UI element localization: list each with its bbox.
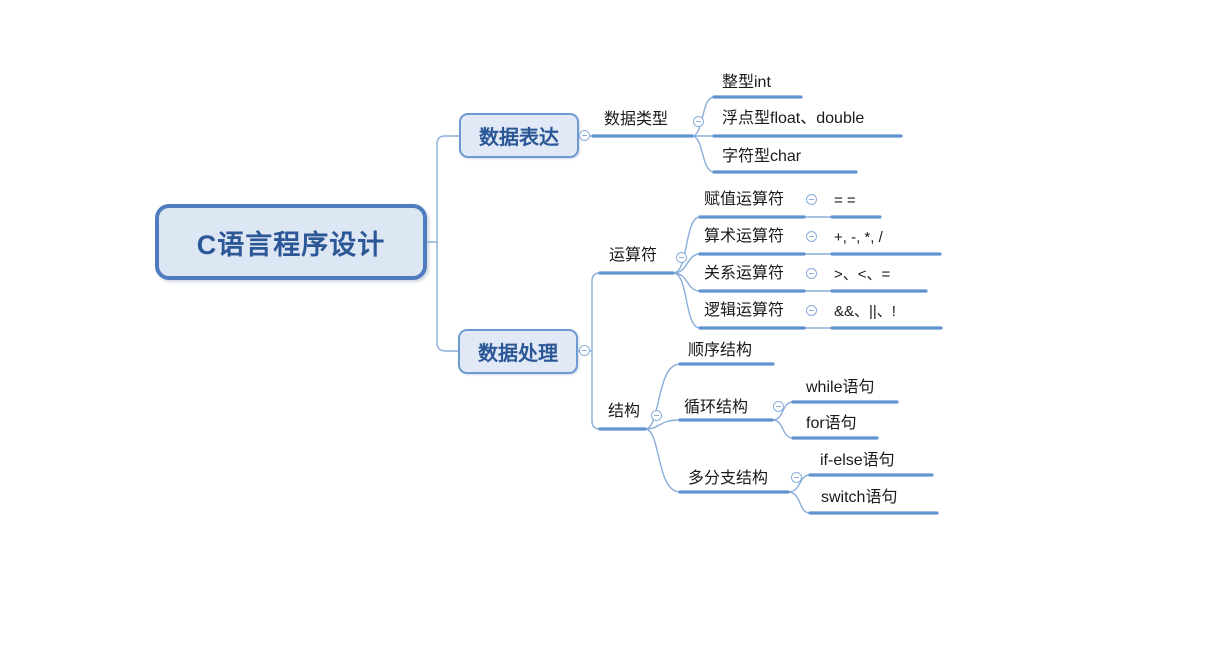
- topic-data-type[interactable]: 数据类型: [604, 111, 669, 128]
- collapse-icon-data-type[interactable]: [693, 116, 704, 127]
- topic-structure[interactable]: 结构: [608, 403, 641, 420]
- topic-for-statement[interactable]: for语句: [806, 415, 857, 432]
- value-logical-operator[interactable]: &&、||、!: [834, 303, 896, 320]
- branch-topic-data-expression[interactable]: 数据表达: [459, 113, 579, 158]
- collapse-icon-assignment[interactable]: [806, 194, 817, 205]
- collapse-icon-logical[interactable]: [806, 305, 817, 316]
- topic-logical-operator[interactable]: 逻辑运算符: [704, 302, 785, 319]
- topic-sequence-structure[interactable]: 顺序结构: [688, 342, 753, 359]
- topic-int[interactable]: 整型int: [722, 74, 771, 91]
- topic-assignment-operator[interactable]: 赋值运算符: [704, 191, 785, 208]
- topic-float-double[interactable]: 浮点型float、double: [722, 110, 865, 127]
- topic-switch-statement[interactable]: switch语句: [821, 489, 898, 506]
- collapse-icon-data-processing[interactable]: [579, 345, 590, 356]
- minus-glyph: [809, 235, 814, 238]
- minus-glyph: [679, 256, 684, 259]
- minus-glyph: [654, 414, 659, 417]
- topic-loop-structure[interactable]: 循环结构: [684, 399, 749, 416]
- topic-while-statement[interactable]: while语句: [806, 379, 875, 396]
- collapse-icon-arithmetic[interactable]: [806, 231, 817, 242]
- topic-if-else-statement[interactable]: if-else语句: [820, 452, 895, 469]
- root-topic[interactable]: C语言程序设计: [155, 204, 427, 280]
- root-topic-label: C语言程序设计: [196, 229, 386, 260]
- minus-glyph: [794, 476, 799, 479]
- value-assignment-operator[interactable]: = =: [834, 192, 856, 209]
- minus-glyph: [696, 120, 701, 123]
- collapse-icon-loop[interactable]: [773, 401, 784, 412]
- minus-glyph: [809, 272, 814, 275]
- topic-operators[interactable]: 运算符: [609, 247, 658, 264]
- topic-relational-operator[interactable]: 关系运算符: [704, 265, 785, 282]
- collapse-icon-relational[interactable]: [806, 268, 817, 279]
- topic-multibranch-structure[interactable]: 多分支结构: [688, 470, 769, 487]
- minus-glyph: [809, 309, 814, 312]
- minus-glyph: [582, 134, 587, 137]
- data-processing-label: 数据处理: [478, 343, 558, 365]
- minus-glyph: [809, 198, 814, 201]
- collapse-icon-operators[interactable]: [676, 252, 687, 263]
- collapse-icon-multibranch[interactable]: [791, 472, 802, 483]
- collapse-icon-data-expression[interactable]: [579, 130, 590, 141]
- value-arithmetic-operator[interactable]: +, -, *, /: [834, 229, 883, 246]
- minus-glyph: [582, 349, 587, 352]
- branch-topic-data-processing[interactable]: 数据处理: [458, 329, 578, 374]
- minus-glyph: [776, 405, 781, 408]
- collapse-icon-structure[interactable]: [651, 410, 662, 421]
- topic-arithmetic-operator[interactable]: 算术运算符: [704, 228, 785, 245]
- data-expression-label: 数据表达: [479, 127, 559, 149]
- value-relational-operator[interactable]: >、<、=: [834, 266, 891, 283]
- topic-char[interactable]: 字符型char: [722, 148, 802, 165]
